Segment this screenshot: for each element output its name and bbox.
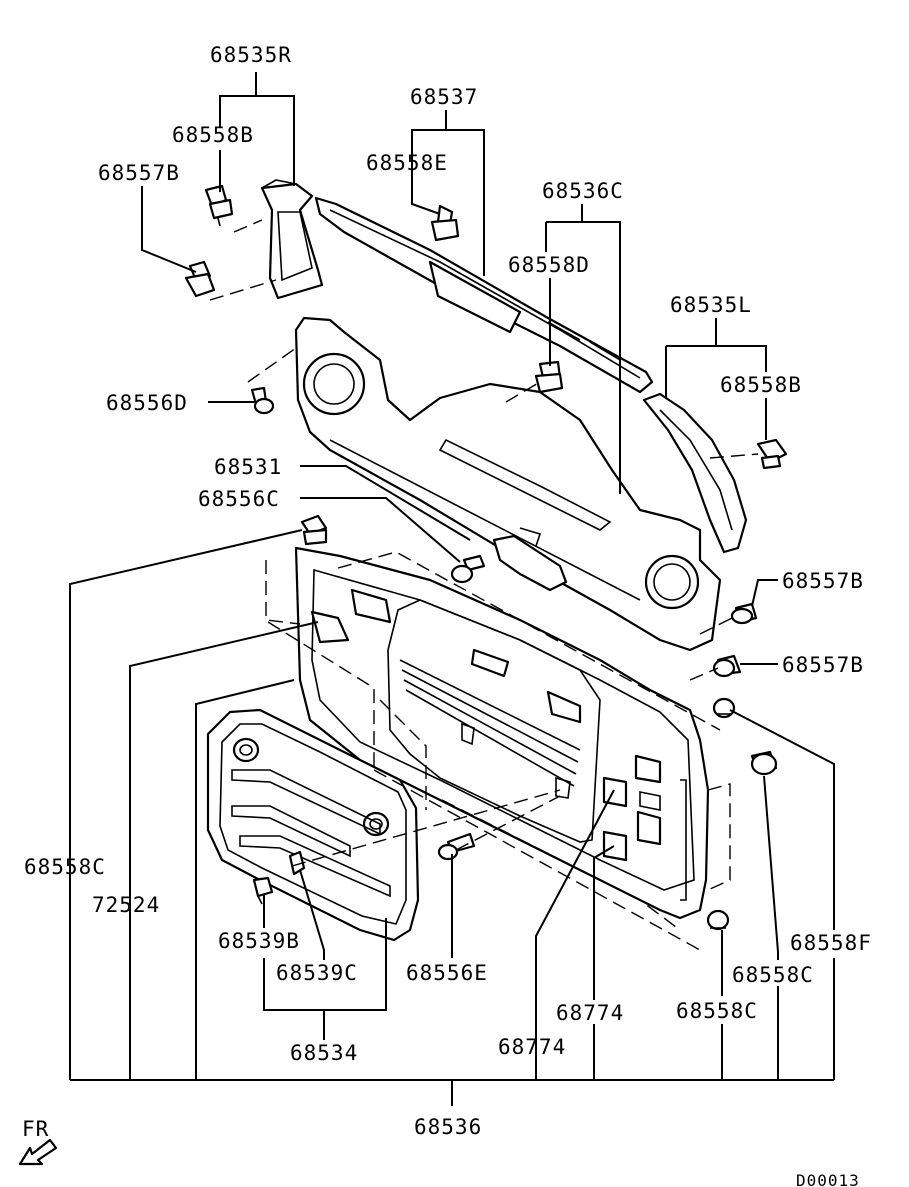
label-68557b-right-2: 68557B <box>782 653 864 677</box>
drawing-number: D00013 <box>796 1171 860 1187</box>
upper-garnish-68537 <box>314 196 654 394</box>
clip-68558b-right <box>756 438 788 470</box>
label-68536: 68536 <box>414 1115 482 1139</box>
clip-68558c-right-mid <box>750 750 778 776</box>
label-68774-a: 68774 <box>498 1035 566 1059</box>
screw-68556c <box>450 554 486 584</box>
label-68556c: 68556C <box>198 487 280 511</box>
label-68537: 68537 <box>410 85 478 109</box>
label-68557b-right-1: 68557B <box>782 569 864 593</box>
clip-68557b-right-2 <box>712 654 742 678</box>
label-68558b-right: 68558B <box>720 373 802 397</box>
label-68531: 68531 <box>214 455 282 479</box>
label-68558d: 68558D <box>508 253 590 277</box>
label-68556d: 68556D <box>106 391 188 415</box>
clip-68539b <box>252 876 274 905</box>
screw-68556d <box>250 386 275 415</box>
label-68536c: 68536C <box>542 179 624 203</box>
label-68534: 68534 <box>290 1041 358 1065</box>
label-68558e: 68558E <box>366 151 448 175</box>
pillar-trim-left <box>642 392 748 554</box>
front-direction-arrow-icon <box>18 1138 58 1166</box>
pillar-trim-right <box>260 179 324 300</box>
label-72524: 72524 <box>92 893 160 917</box>
label-68539c: 68539C <box>276 961 358 985</box>
label-68535l: 68535L <box>670 293 752 317</box>
label-68539b: 68539B <box>218 929 300 953</box>
clip-68557b-top <box>184 260 216 298</box>
label-68558f: 68558F <box>790 931 872 955</box>
clip-68557b-right-1 <box>730 602 758 625</box>
assembly-lines <box>209 219 759 951</box>
lower-trim-panel-68534 <box>206 708 420 942</box>
label-68774-b: 68774 <box>556 1001 624 1025</box>
part-labels: 68535R 68537 68558B 68558E 68557B 68536C… <box>22 43 872 1187</box>
label-fr: FR <box>22 1117 49 1141</box>
label-68535r: 68535R <box>210 43 292 67</box>
upper-trim-panel-68531 <box>294 316 722 652</box>
clip-68558d <box>534 360 564 394</box>
clip-68558f <box>712 697 736 719</box>
label-68558b-top: 68558B <box>172 123 254 147</box>
clip-68558c-lower-right <box>706 909 730 931</box>
label-68556e: 68556E <box>406 961 488 985</box>
tape-68774-b <box>602 830 628 862</box>
label-68557b-top: 68557B <box>98 161 180 185</box>
leader-lines <box>69 72 835 1106</box>
label-68558c-right-1: 68558C <box>676 999 758 1023</box>
clip-68558e <box>430 204 460 242</box>
label-68558c-right-2: 68558C <box>732 963 814 987</box>
clip-68558c-upper-left <box>300 514 328 546</box>
label-68558c-left: 68558C <box>24 855 106 879</box>
screw-68556e <box>437 832 476 861</box>
